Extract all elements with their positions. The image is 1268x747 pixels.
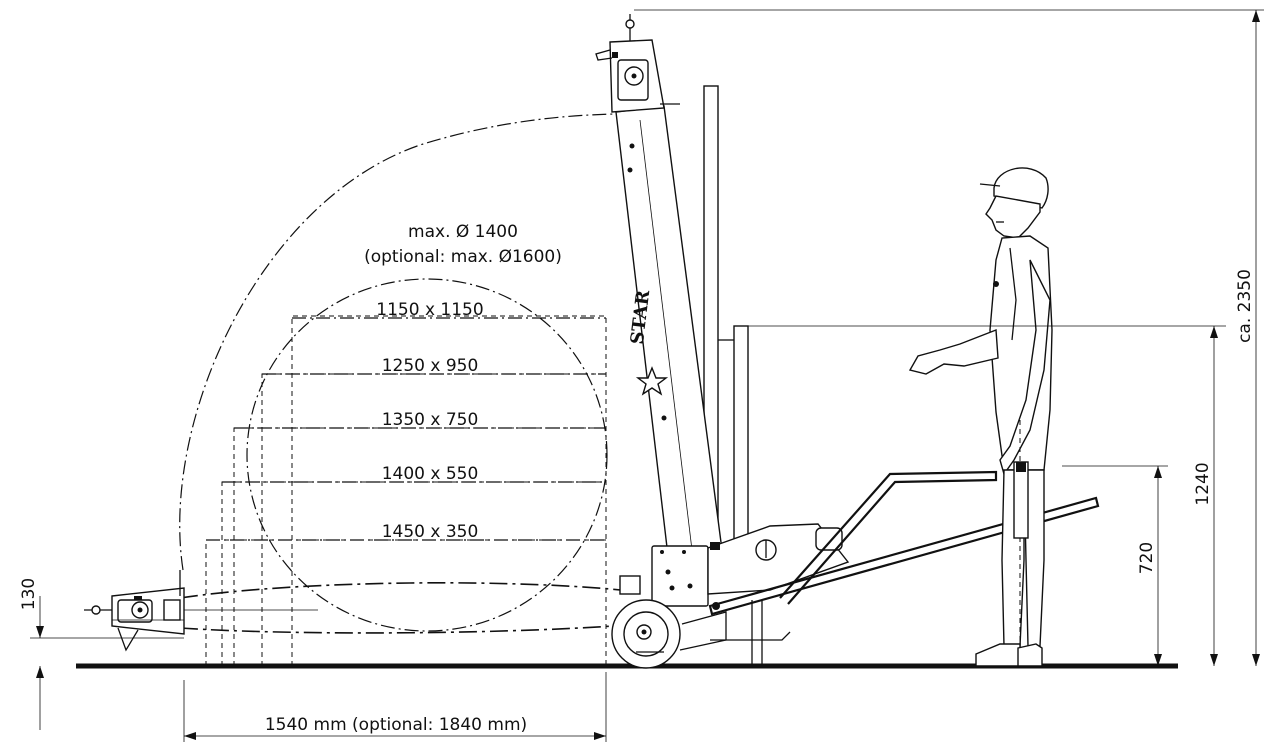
dim-wheel-height bbox=[1062, 465, 1168, 666]
gripper-lowered bbox=[84, 570, 185, 652]
cart-frame bbox=[679, 470, 1100, 666]
swing-arc bbox=[179, 113, 617, 571]
wheel bbox=[611, 599, 681, 669]
dim-width bbox=[183, 672, 607, 742]
gripper-raised bbox=[595, 14, 680, 113]
bale-size-lines bbox=[206, 317, 606, 541]
dim-width-label: 1540 mm (optional: 1840 mm) bbox=[265, 715, 527, 735]
machine-base bbox=[619, 523, 850, 607]
dim-wheel-height-label: 720 bbox=[1137, 542, 1157, 574]
bale-size-label-4: 1400 x 550 bbox=[382, 464, 479, 484]
dim-handle-height-label: 1240 bbox=[1193, 462, 1213, 505]
reach-label: max. Ø 1400 bbox=[408, 222, 518, 242]
dim-handle-height bbox=[748, 325, 1226, 666]
sweep-ellipse bbox=[179, 582, 641, 599]
lifting-arm: STAR bbox=[615, 105, 723, 557]
dim-clearance bbox=[30, 596, 184, 730]
reach-optional-label: (optional: max. Ø1600) bbox=[364, 247, 562, 267]
bale-size-label-5: 1450 x 350 bbox=[382, 522, 479, 542]
dim-clearance-label: 130 bbox=[19, 578, 39, 610]
person-figure bbox=[908, 167, 1053, 667]
bale-size-label-3: 1350 x 750 bbox=[382, 410, 479, 430]
reach-circle bbox=[246, 278, 608, 632]
dim-total-height bbox=[634, 9, 1264, 666]
star-icon bbox=[635, 366, 669, 396]
sweep-ellipse-lower bbox=[179, 623, 641, 634]
bale-size-label-2: 1250 x 950 bbox=[382, 356, 479, 376]
dim-total-height-label: ca. 2350 bbox=[1235, 269, 1255, 343]
bale-size-label-1: 1150 x 1150 bbox=[376, 300, 483, 320]
